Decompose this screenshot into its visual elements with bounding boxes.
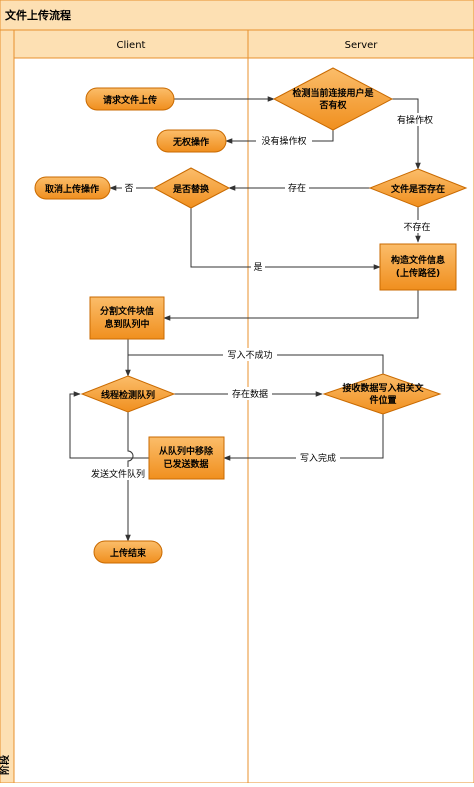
text-remove-from-queue-1: 从队列中移除	[159, 445, 214, 457]
text-upload-end: 上传结束	[110, 547, 147, 559]
node-remove-from-queue	[148, 436, 225, 480]
client-lane-label: Client	[117, 40, 146, 51]
text-is-replace: 是否替换	[172, 183, 210, 195]
server-lane-header	[247, 29, 474, 59]
label-has-permission: 有操作权	[397, 114, 433, 126]
server-lane	[247, 57, 474, 784]
label-write-failed: 写入不成功	[227, 349, 272, 361]
text-thread-check-queue: 线程检测队列	[101, 389, 155, 401]
text-cancel-upload: 取消上传操作	[45, 183, 99, 195]
label-no-permission: 没有操作权	[261, 135, 306, 147]
text-check-permission-1: 检测当前连接用户是	[292, 87, 374, 99]
text-split-blocks-2: 息到队列中	[104, 318, 149, 330]
edge-yes	[190, 208, 381, 270]
text-receive-write-2: 件位置	[369, 394, 396, 406]
client-lane	[13, 57, 249, 784]
edge-build-to-split	[163, 290, 419, 321]
text-check-permission-2: 否有权	[318, 99, 347, 111]
node-split-blocks	[89, 296, 165, 340]
phase-column	[0, 29, 15, 784]
text-remove-from-queue-2: 已发送数据	[163, 458, 208, 470]
edge-has-permission	[392, 98, 421, 170]
edge-write-failed	[128, 354, 384, 374]
phase-label: 阶段	[0, 755, 11, 775]
text-request-upload: 请求文件上传	[103, 94, 157, 106]
label-send-queue: 发送文件队列	[91, 468, 145, 480]
client-lane-header	[13, 29, 249, 59]
node-no-permission-op	[156, 129, 227, 153]
edge-write-done	[223, 414, 384, 461]
text-receive-write-1: 接收数据写入相关文	[342, 382, 424, 394]
text-file-exists: 文件是否存在	[390, 183, 445, 195]
server-lane-label: Server	[345, 40, 379, 51]
node-check-permission	[272, 67, 394, 131]
node-cancel-upload	[34, 176, 111, 200]
node-thread-check-queue	[80, 375, 176, 413]
label-write-done: 写入完成	[300, 452, 336, 464]
label-yes: 是	[253, 262, 262, 273]
title-bar	[0, 0, 474, 31]
edge-loop-back	[69, 391, 149, 459]
node-file-exists	[368, 168, 468, 208]
node-build-file-info	[379, 243, 457, 291]
node-is-replace	[152, 167, 231, 209]
edge-send-queue	[125, 412, 134, 542]
node-upload-end	[93, 540, 163, 564]
text-no-permission-op: 无权操作	[172, 136, 209, 148]
text-build-file-info-2: (上传路径)	[396, 267, 440, 279]
label-not-exists: 不存在	[403, 221, 430, 233]
label-no: 否	[124, 183, 133, 194]
text-build-file-info-1: 构造文件信息	[391, 254, 445, 266]
node-receive-write	[322, 373, 442, 415]
diagram-title: 文件上传流程	[5, 8, 71, 22]
label-exists: 存在	[288, 182, 306, 194]
node-request-upload	[85, 87, 175, 111]
label-has-data: 存在数据	[232, 388, 268, 400]
text-split-blocks-1: 分割文件块信	[100, 305, 154, 317]
